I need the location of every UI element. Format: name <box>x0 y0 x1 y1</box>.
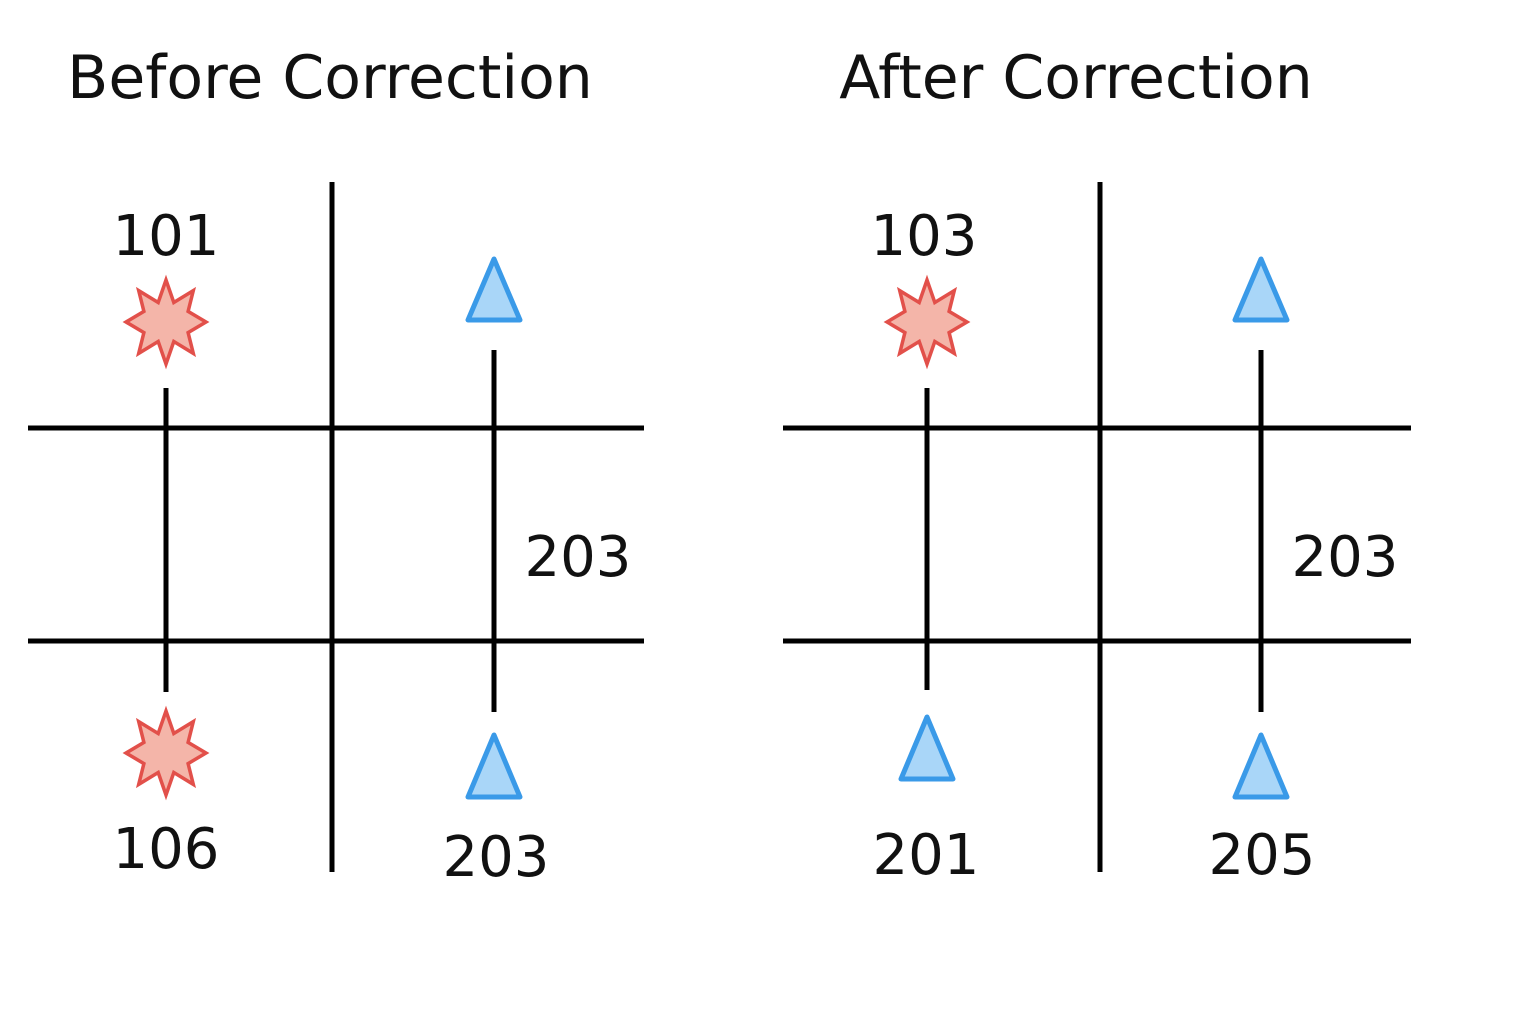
node-label: 201 <box>873 823 980 888</box>
triangle-marker <box>465 256 523 323</box>
after-panel-title: After Correction <box>839 43 1313 113</box>
triangle-marker <box>1232 256 1290 323</box>
starburst-marker <box>885 278 969 366</box>
node-label: 101 <box>113 204 220 269</box>
after-grid-lines <box>783 182 1411 872</box>
node-label: 203 <box>525 525 632 590</box>
before-grid-lines <box>28 182 644 872</box>
node-label: 106 <box>113 817 220 882</box>
triangle-marker <box>898 714 956 782</box>
starburst-marker <box>124 709 208 797</box>
before-panel-title: Before Correction <box>67 43 593 113</box>
node-label: 103 <box>871 204 978 269</box>
node-label: 203 <box>1292 525 1399 590</box>
node-label: 205 <box>1209 823 1316 888</box>
before-panel: Before Correction 101 106 203 203 <box>28 43 644 890</box>
triangle-marker <box>1232 732 1290 800</box>
starburst-marker <box>124 278 208 366</box>
triangle-marker <box>465 732 523 800</box>
after-panel: After Correction 103 201 203 205 <box>783 43 1411 888</box>
node-label: 203 <box>443 825 550 890</box>
